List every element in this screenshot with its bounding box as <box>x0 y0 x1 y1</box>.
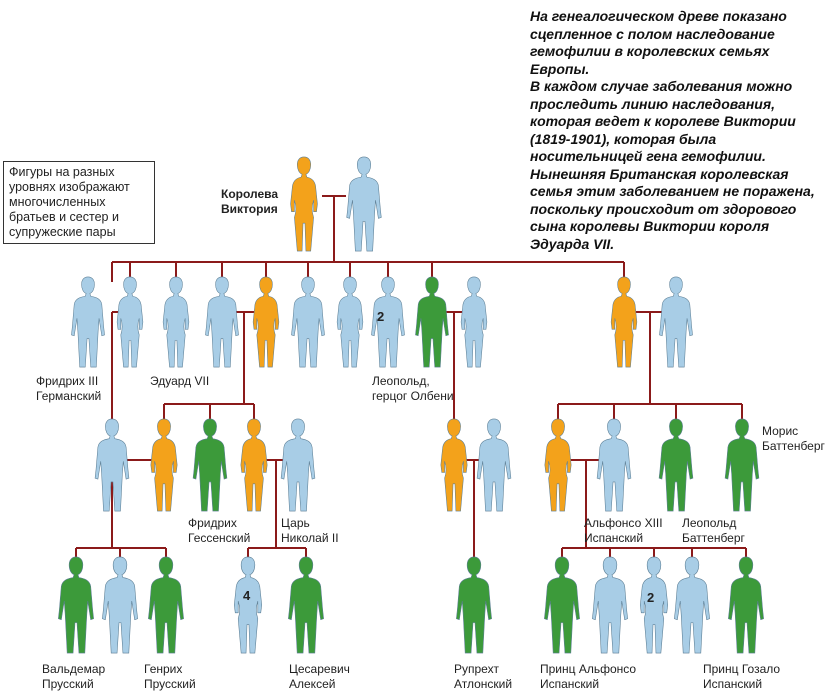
sibling-count-spain: 2 <box>647 590 655 605</box>
edward-vii-figure <box>204 276 240 368</box>
label-friedrich-hesse: Фридрих Гессенский <box>188 516 251 545</box>
victoria-princess-royal-figure <box>116 276 144 368</box>
label-prince-gonzalo: Принц Гозало Испанский <box>703 662 781 691</box>
label-leopold-battenberg: Леопольд Баттенберг <box>682 516 745 545</box>
label-prince-alfonso: Принц Альфонсо Испанский <box>540 662 637 691</box>
label-henry: Генрих Прусский <box>144 662 196 691</box>
henry-prussia-figure <box>147 556 185 654</box>
beatrice-figure <box>610 276 638 368</box>
alfonso-xiii-figure <box>596 418 632 512</box>
label-leopold-albany: Леопольд, герцог Олбени <box>372 374 454 403</box>
friedrich-iii-figure <box>70 276 106 368</box>
label-rupert: Рупрехт Атлонский <box>454 662 513 691</box>
caption-text: На генеалогическом древе показано сцепле… <box>530 8 822 253</box>
gen1-sibling-1-figure <box>162 276 190 368</box>
label-nicholas-ii: Царь Николай II <box>281 516 339 545</box>
ena-figure <box>544 418 572 512</box>
sibling-count-russia: 4 <box>243 588 251 603</box>
alice-albany-figure <box>440 418 468 512</box>
label-alexei: Цесаревич Алексей <box>289 662 350 691</box>
alfonso-prince-figure <box>543 556 581 654</box>
maurice-battenberg-figure <box>724 418 760 512</box>
label-queen-victoria: Королева Виктория <box>221 187 279 216</box>
alexei-figure <box>287 556 325 654</box>
caption-paragraph-1: На генеалогическом древе показано сцепле… <box>530 8 787 77</box>
alexander-teck-figure <box>476 418 512 512</box>
helena-waldeck-figure <box>460 276 488 368</box>
sibling-count-gen1: 2 <box>377 309 385 324</box>
spain-daughters-figure <box>639 556 669 654</box>
alix-figure <box>240 418 268 512</box>
caption-paragraph-2: В каждом случае заболевания можно просле… <box>530 78 815 252</box>
leopold-albany-figure <box>414 276 450 368</box>
label-alfonso-xiii: Альфонсо XIII Испанский <box>584 516 663 545</box>
label-maurice-battenberg: Морис Баттенберг <box>762 424 825 453</box>
friedrich-hesse-figure <box>192 418 228 512</box>
gonzalo-figure <box>727 556 765 654</box>
prince-albert-figure <box>346 156 382 252</box>
waldemar-figure <box>57 556 95 654</box>
henry-battenberg-figure <box>658 276 694 368</box>
label-edward-vii: Эдуард VII <box>150 374 210 388</box>
russian-daughters-figure <box>233 556 263 654</box>
rupert-figure <box>455 556 493 654</box>
leopold-battenberg-figure <box>658 418 694 512</box>
irene-figure <box>150 418 178 512</box>
alice-figure <box>252 276 280 368</box>
gen1-sibling-3-figure <box>336 276 364 368</box>
legend-note: Фигуры на разных уровнях изображают мног… <box>3 161 155 244</box>
sigismund-figure <box>101 556 139 654</box>
spain-sibling-2-figure <box>673 556 711 654</box>
gen1-sibling-2-figure <box>290 276 326 368</box>
label-waldemar: Вальдемар Прусский <box>42 662 106 691</box>
nicholas-ii-figure <box>280 418 316 512</box>
queen-victoria-figure <box>290 156 318 252</box>
label-friedrich-iii: Фридрих III Германский <box>36 374 102 403</box>
spain-sibling-1-figure <box>591 556 629 654</box>
